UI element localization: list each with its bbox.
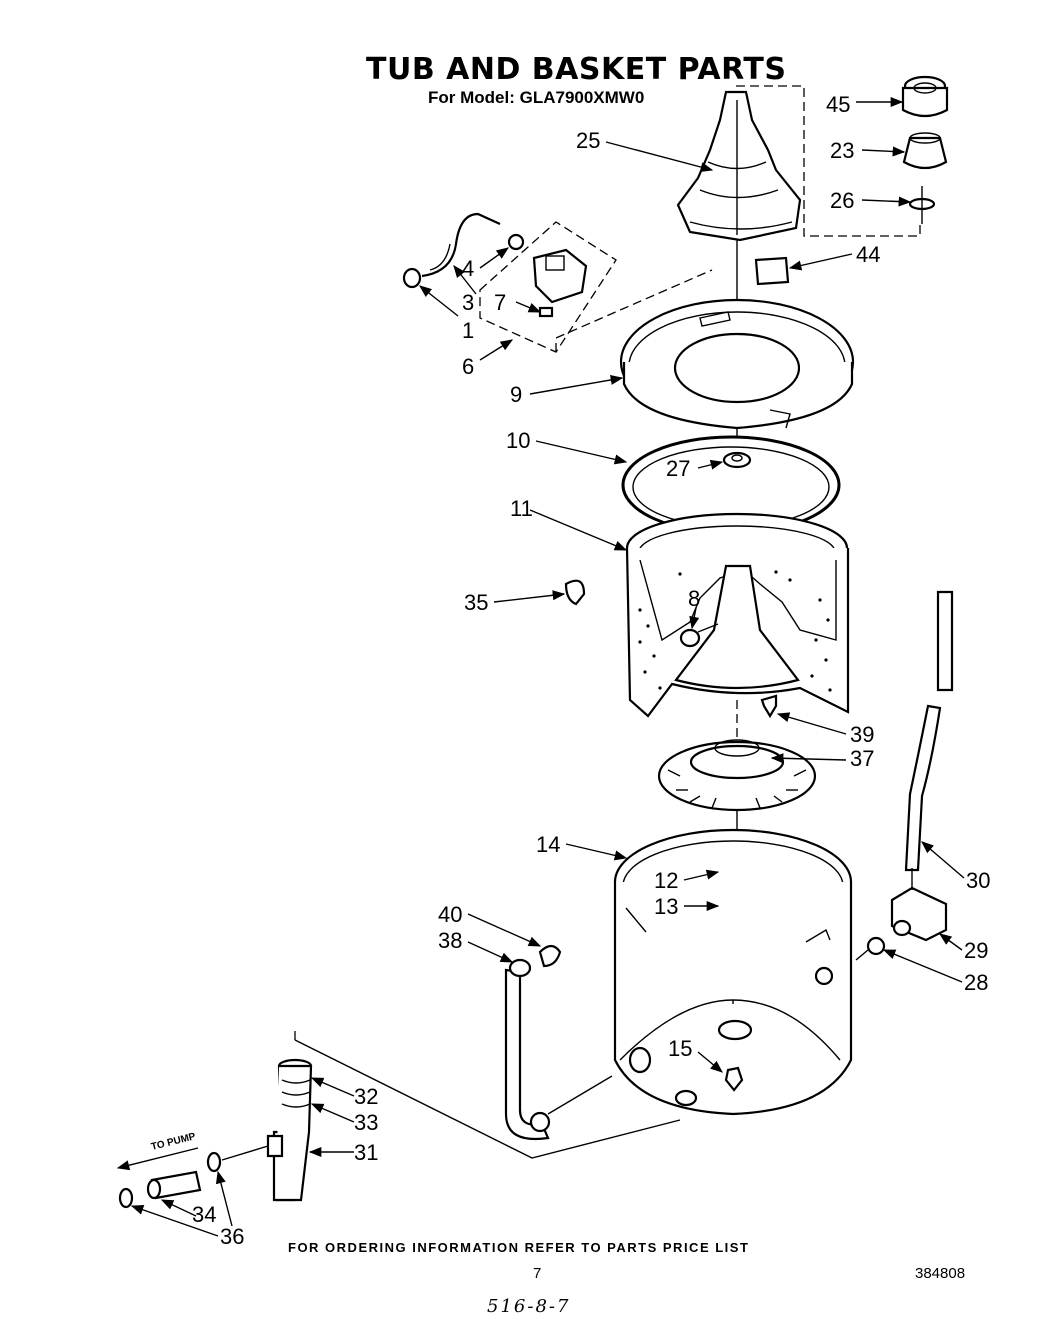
callout-25: 25 [576,128,600,153]
document-number: 384808 [915,1265,966,1282]
part-grommet [866,936,886,956]
hose-to-tee-guide [221,1145,269,1161]
part-hub-drive-block [657,739,817,812]
callout-12: 12 [654,868,678,893]
to-pump-arrow: TO PUMP [116,1131,199,1171]
callout-36: 36 [220,1224,244,1249]
tub-to-tee-guide [294,1039,681,1159]
callout-15: 15 [668,1036,692,1061]
part-cam [902,132,948,170]
inlet-assembly-bracket [479,221,617,353]
part-clip [564,579,586,606]
agitator-assembly-bracket [736,85,921,237]
callout-33: 33 [354,1110,378,1135]
model-subtitle: For Model: GLA7900XMW0 [428,88,645,107]
basket-perforations [638,570,832,692]
callout-40: 40 [438,902,462,927]
callout-labels: 45 23 26 25 44 4 3 7 1 6 9 10 27 11 35 8… [192,92,990,1249]
part-seal [908,186,936,224]
part-outer-tub [613,828,853,1116]
part-agitator-cap [901,75,949,118]
callout-13: 13 [654,894,678,919]
drain-hose-to-tub-guide [547,1075,613,1115]
page-title: TUB AND BASKET PARTS [366,52,787,87]
part-air-dome [890,868,948,942]
part-plate [754,256,790,286]
callout-28: 28 [964,970,988,995]
part-drain-hose [504,944,562,1140]
callout-10: 10 [506,428,530,453]
part-nut [722,451,752,469]
leader-lines [130,96,965,1237]
callout-37: 37 [850,746,874,771]
inlet-to-ring-bracket [555,269,713,352]
callout-14: 14 [536,832,560,857]
ordering-info-note: FOR ORDERING INFORMATION REFER TO PARTS … [288,1240,750,1255]
part-agitator [676,90,802,242]
part-air-dome-hose [904,590,954,872]
callout-45: 45 [826,92,850,117]
callout-11: 11 [510,496,533,521]
callout-4: 4 [462,256,474,281]
callout-23: 23 [830,138,854,163]
grommet-guide [855,949,869,961]
part-tub-ring [619,298,855,430]
callout-31: 31 [354,1140,378,1165]
part-bolt [679,623,719,648]
callout-8: 8 [688,586,700,611]
callout-6: 6 [462,354,474,379]
callout-1: 1 [462,318,474,343]
callout-26: 26 [830,188,854,213]
handwritten-note: 516-8-7 [487,1296,571,1317]
callout-27: 27 [666,456,690,481]
callout-29: 29 [964,938,988,963]
callout-38: 38 [438,928,462,953]
part-fastener [724,1066,744,1092]
part-basket [625,512,850,718]
part-tab [760,694,778,719]
callout-44: 44 [856,242,880,267]
callout-3: 3 [462,290,474,315]
part-drain-tee [266,1058,313,1202]
part-drain-hose-short [118,1151,222,1209]
callout-39: 39 [850,722,874,747]
callout-7: 7 [494,290,506,315]
callout-35: 35 [464,590,488,615]
callout-9: 9 [510,382,522,407]
callout-34: 34 [192,1202,216,1227]
callout-32: 32 [354,1084,378,1109]
page-number: 7 [533,1265,542,1282]
callout-30: 30 [966,868,990,893]
